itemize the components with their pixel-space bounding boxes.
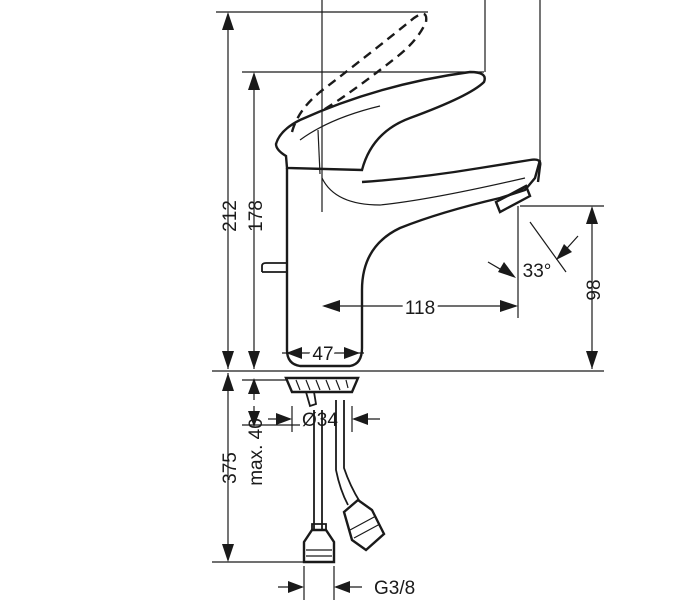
dimension-47: 47 [282, 340, 364, 369]
dim-label-118: 118 [405, 298, 435, 319]
dim-label-g3-8: G3/8 [374, 578, 415, 599]
dimension-g3-8: G3/8 [278, 566, 415, 600]
dim-label-max-40: max. 40 [246, 418, 267, 486]
dimension-98: 98 [584, 206, 605, 369]
dim-label-33-degrees: 33° [523, 261, 552, 282]
dim-label-diameter-34: Ø34 [302, 410, 338, 431]
dimension-max-40: max. 40 [246, 378, 267, 486]
dimension-375: 375 [220, 373, 241, 562]
dimension-118: 118 [322, 294, 518, 323]
dimension-angle-33: 33° [487, 221, 579, 282]
dim-label-47: 47 [312, 344, 333, 365]
dimension-diameter-34: Ø34 [268, 406, 380, 432]
dimension-212: 212 [220, 12, 241, 369]
dim-label-375: 375 [220, 452, 241, 484]
dimension-178: 178 [246, 72, 267, 369]
dim-label-178: 178 [246, 200, 267, 232]
dim-label-98: 98 [584, 279, 605, 300]
lever-handle [274, 70, 486, 175]
lever-open-position-dashed [290, 12, 428, 133]
mounting-nut-and-hoses [284, 376, 386, 564]
extension-lines [212, 0, 604, 563]
dim-label-212: 212 [220, 200, 241, 232]
faucet-body [261, 158, 542, 368]
